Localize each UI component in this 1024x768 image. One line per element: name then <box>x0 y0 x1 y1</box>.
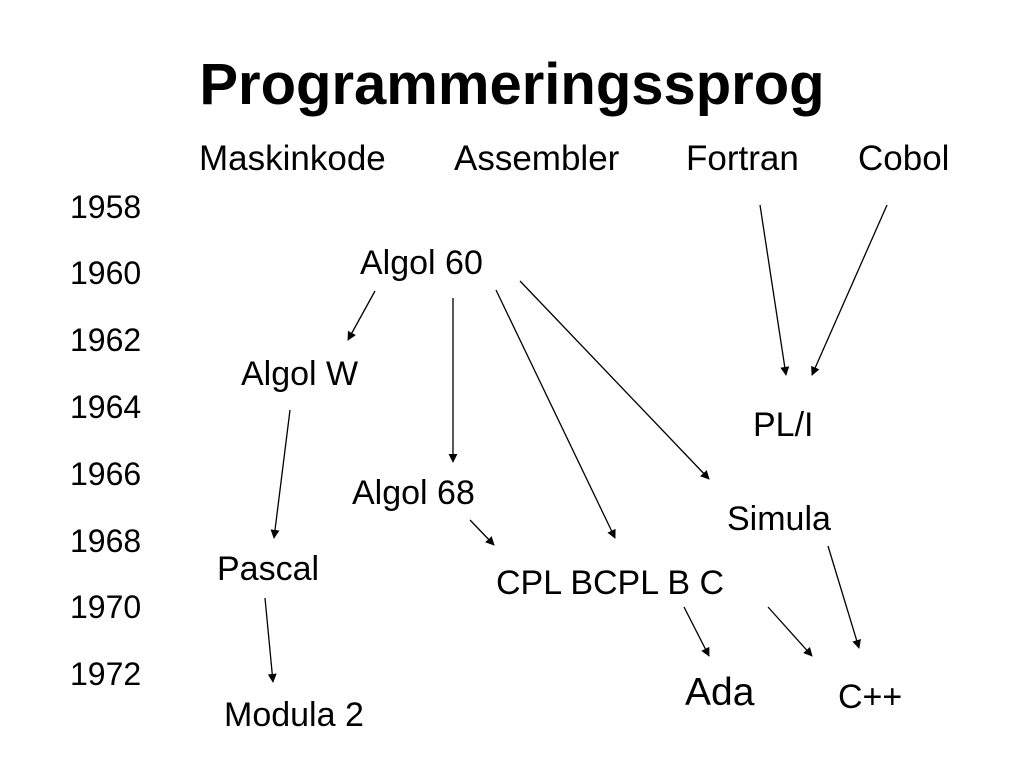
arrow-algol60-to-cpl <box>495 289 616 539</box>
header-cobol: Cobol <box>858 139 950 178</box>
arrow-fortran-to-pl1 <box>759 204 790 376</box>
year-label: 1972 <box>70 656 142 692</box>
node-algol-68: Algol 68 <box>352 474 475 512</box>
year-label: 1968 <box>70 523 142 559</box>
node-ada: Ada <box>685 671 755 714</box>
year-label: 1958 <box>70 189 142 225</box>
arrow-cpl-to-cpp <box>767 606 813 657</box>
arrow-algol60-to-algolw <box>347 290 376 341</box>
node-simula: Simula <box>727 500 831 538</box>
node-cpl-bcpl-b-c: CPL BCPL B C <box>496 564 725 602</box>
node-algol-60: Algol 60 <box>360 244 483 282</box>
node-pascal: Pascal <box>217 550 320 588</box>
arrow-algol60-to-simula <box>519 280 710 480</box>
arrow-cobol-to-pl1 <box>811 204 888 376</box>
header-maskinkode: Maskinkode <box>199 139 386 178</box>
slide-title: Programmeringssprog <box>199 52 825 117</box>
node-pl1: PL/I <box>753 406 814 444</box>
year-label: 1964 <box>70 389 142 425</box>
year-label: 1966 <box>70 456 142 492</box>
arrow-algol68-to-cpl <box>469 519 495 546</box>
year-label: 1962 <box>70 322 142 358</box>
node-algol-w: Algol W <box>241 355 359 393</box>
arrow-pascal-to-modula2 <box>264 597 277 683</box>
header-assembler: Assembler <box>454 139 620 178</box>
arrow-simula-to-cpp <box>827 545 861 649</box>
node-modula-2: Modula 2 <box>224 696 364 734</box>
arrow-cpl-to-ada <box>683 606 710 657</box>
year-label: 1960 <box>70 255 142 291</box>
node-cpp: C++ <box>838 678 903 716</box>
arrow-algolw-to-pascal <box>270 409 291 539</box>
header-fortran: Fortran <box>686 139 799 178</box>
year-label: 1970 <box>70 589 142 625</box>
